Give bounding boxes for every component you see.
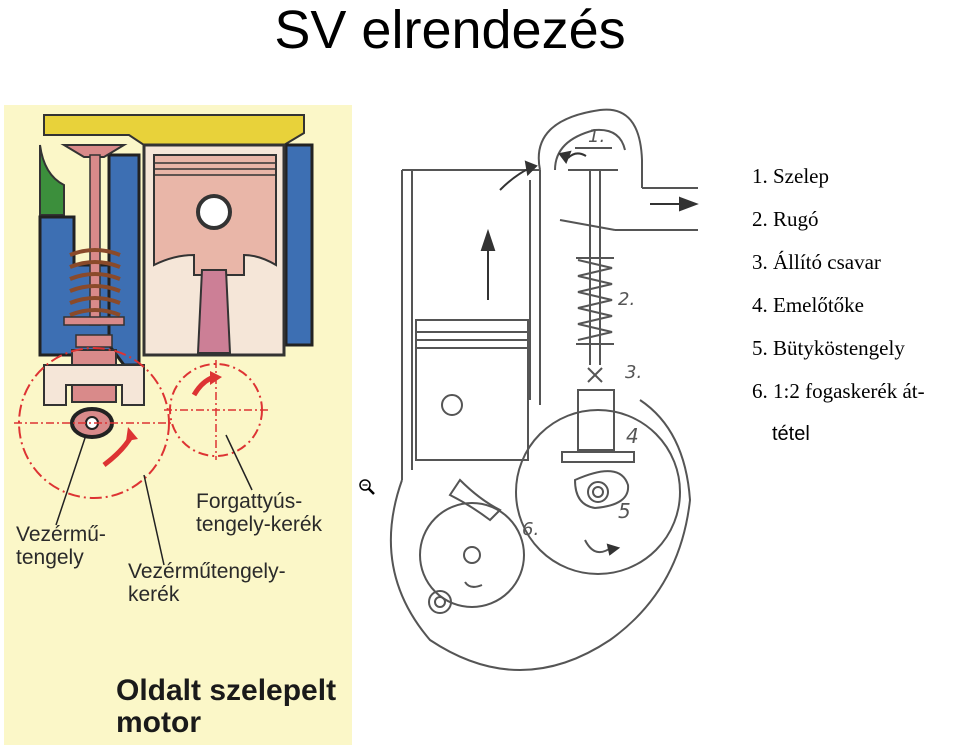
valve-head — [60, 144, 128, 158]
valve-spring — [69, 248, 121, 317]
coolant-jacket-middle — [107, 153, 141, 367]
legend-item-4: 4. Emelőtőke — [752, 293, 864, 317]
legend-item-2: 2. Rugó — [752, 207, 819, 231]
leader-crank-gear — [225, 434, 253, 491]
legend-item-1: 1. Szelep — [752, 164, 829, 188]
callout-4: 4 — [626, 424, 639, 448]
coolant-jacket-right — [284, 143, 314, 347]
intake-port — [39, 144, 65, 216]
connecting-rod — [196, 269, 232, 354]
legend-item-5: 5. Bütyköstengely — [752, 336, 905, 360]
label-camshaft-gear: Vezérműtengely-kerék — [128, 560, 286, 606]
tappet-top — [75, 334, 113, 348]
legend-item-3: 3. Állító csavar — [752, 250, 881, 274]
caption-side-valve-engine: Oldalt szelepelt motor — [116, 674, 337, 739]
callout-2: 2. — [618, 289, 635, 310]
callout-3: 3. — [625, 362, 642, 383]
legend-item-6: 6. 1:2 fogaskerék át- — [752, 379, 925, 403]
legend: 1. Szelep 2. Rugó 3. Állító csavar 4. Em… — [752, 155, 925, 456]
label-crankshaft-gear: Forgattyús-tengely-kerék — [196, 490, 323, 536]
callout-5: 5 — [618, 499, 631, 523]
engine-cross-section — [14, 114, 314, 566]
page-title: SV elrendezés — [274, 0, 626, 60]
callout-6: 6. — [522, 519, 539, 540]
label-camshaft: Vezérmű-tengely — [16, 523, 106, 569]
zoom-icon[interactable] — [358, 478, 376, 496]
callout-1: 1. — [588, 126, 605, 147]
side-valve-engine-illustration: Forgattyús-tengely-kerék Vezérmű-tengely… — [4, 105, 352, 745]
cylinder-head — [43, 114, 305, 146]
leader-cam-gear — [143, 474, 165, 566]
side-valve-line-drawing: 1. 2. 3. 4 5 6. — [389, 108, 699, 671]
leader-cam-shaft — [55, 434, 87, 526]
piston-pin — [196, 194, 232, 230]
legend-item-6-continuation: tétel — [772, 423, 810, 445]
